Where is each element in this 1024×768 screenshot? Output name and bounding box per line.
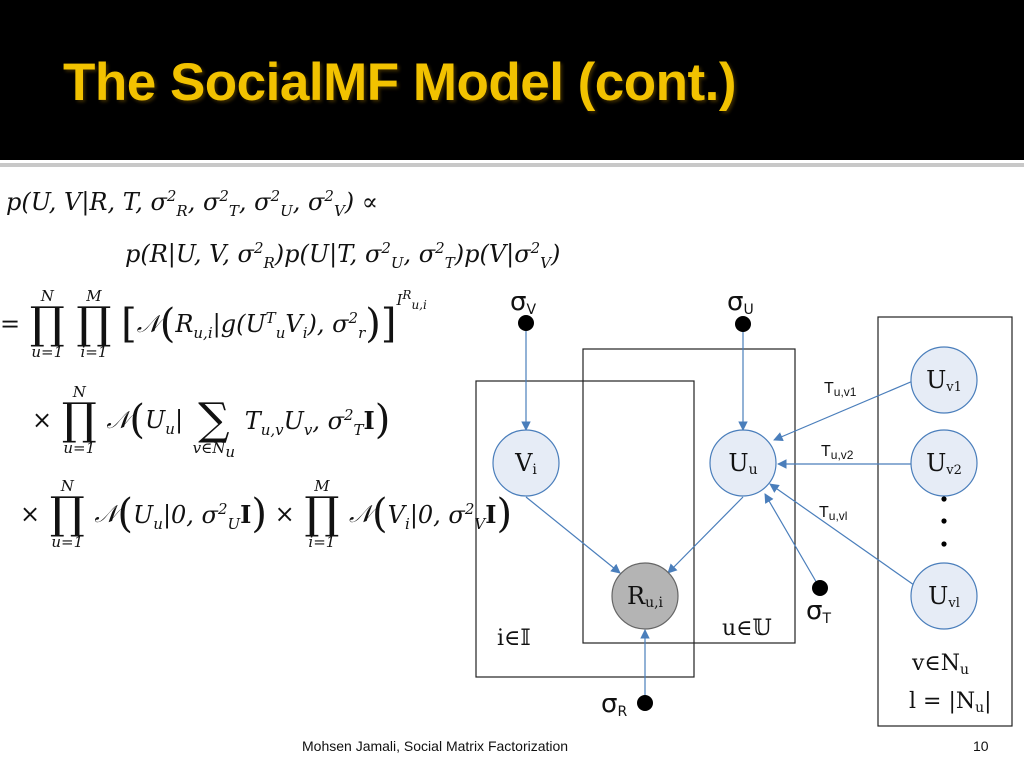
edge-label-t-uv1: Tu,v1 [824,380,857,399]
v-i-label: Vi [514,449,537,478]
edge-v-to-r [525,496,621,574]
sigma-v-label: σV [510,287,536,318]
sigma-t-node [812,580,828,596]
equation-rating-term: = N∏u=1 M∏i=1 [𝒩(Ru,i|g(UTuVi), σ2r)]IRu… [0,287,427,361]
sigma-r-label: σR [601,689,627,720]
neighbor-plate-label: v∈Nu [911,651,969,678]
edge-label-t-uv2: Tu,v2 [821,443,854,462]
u-v1-label: Uv1 [926,366,962,395]
equation-posterior: p(U, V|R, T, σ2R, σ2T, σ2U, σ2V) ∝ [6,187,379,220]
header-divider-shadow [0,163,1024,167]
equation-prior-term: × N∏u=1 𝒩(Uu|0, σ2UI) × M∏i=1 𝒩(Vi|0, σ2… [20,477,513,551]
user-plate-label: u∈𝕌 [722,616,772,641]
sigma-v-node [518,315,534,331]
neighbor-count-label: l = |Nu| [909,689,992,716]
r-ui-node [611,562,679,630]
sigma-u-label: σU [727,287,754,318]
sigma-u-node [735,316,751,332]
u-v2-node [910,429,978,497]
u-v2-label: Uv2 [926,449,962,478]
sigma-t-label: σT [806,596,831,627]
u-u-node [709,429,777,497]
u-v1-node [910,346,978,414]
item-plate [475,380,695,678]
ellipsis-dot [941,518,947,524]
ellipsis-dot [941,496,947,502]
edge-uv1-to-u [773,380,914,442]
neighbor-plate [877,316,1013,727]
edge-u-to-r [667,496,744,574]
edge-label-t-uvl: Tu,vl [819,504,847,523]
sigma-r-node [637,695,653,711]
footer-text: Mohsen Jamali, Social Matrix Factorizati… [302,738,569,754]
v-i-node [492,429,560,497]
header-divider [0,160,1024,163]
slide-title: The SocialMF Model (cont.) [63,53,737,112]
equation-social-term: × N∏u=1 𝒩(Uu| ∑v∈Nu Tu,vUv, σ2TI) [32,383,391,461]
ellipsis-dot [941,541,947,547]
edge-uvl-to-u [769,483,915,586]
user-plate [582,348,796,644]
edge-sigma-t-to-u [764,493,819,586]
slide-header: The SocialMF Model (cont.) [0,0,1024,160]
item-plate-label: i∈𝕀 [497,626,531,651]
page-number: 10 [973,738,989,754]
u-vl-label: Uvl [928,582,960,611]
u-vl-node [910,562,978,630]
equation-factorization: p(R|U, V, σ2R)p(U|T, σ2U, σ2T)p(V|σ2V) [125,239,561,272]
